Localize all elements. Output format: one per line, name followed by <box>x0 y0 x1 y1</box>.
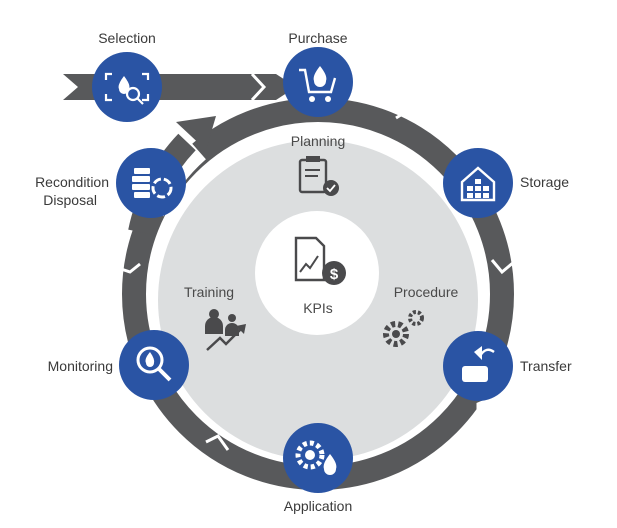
label-kpis: KPIs <box>303 300 333 316</box>
label-storage: Storage <box>520 174 570 190</box>
label-disposal: Disposal <box>43 192 97 208</box>
label-selection: Selection <box>98 30 156 46</box>
label-transfer: Transfer <box>520 358 572 374</box>
label-procedure: Procedure <box>393 284 459 300</box>
label-purchase: Purchase <box>288 30 348 46</box>
ring-chevrons <box>117 72 515 451</box>
training-icon <box>205 309 246 351</box>
label-recondition: Recondition <box>35 174 109 190</box>
node-purchase <box>283 47 353 117</box>
planning-icon <box>298 156 339 196</box>
label-application: Application <box>283 498 353 514</box>
label-training: Training <box>183 284 235 300</box>
svg-text:$: $ <box>330 266 339 283</box>
node-storage <box>443 148 513 218</box>
node-application <box>283 423 353 493</box>
label-monitoring: Monitoring <box>47 358 113 374</box>
node-transfer <box>443 331 513 401</box>
node-recondition <box>116 148 186 218</box>
procedure-icon <box>383 310 424 347</box>
center-disc <box>255 211 379 335</box>
label-planning: Planning <box>290 133 346 149</box>
node-monitoring <box>119 330 189 400</box>
node-selection <box>92 52 162 122</box>
ring-arrowhead <box>176 116 216 150</box>
kpi-icon: $ <box>294 236 346 285</box>
